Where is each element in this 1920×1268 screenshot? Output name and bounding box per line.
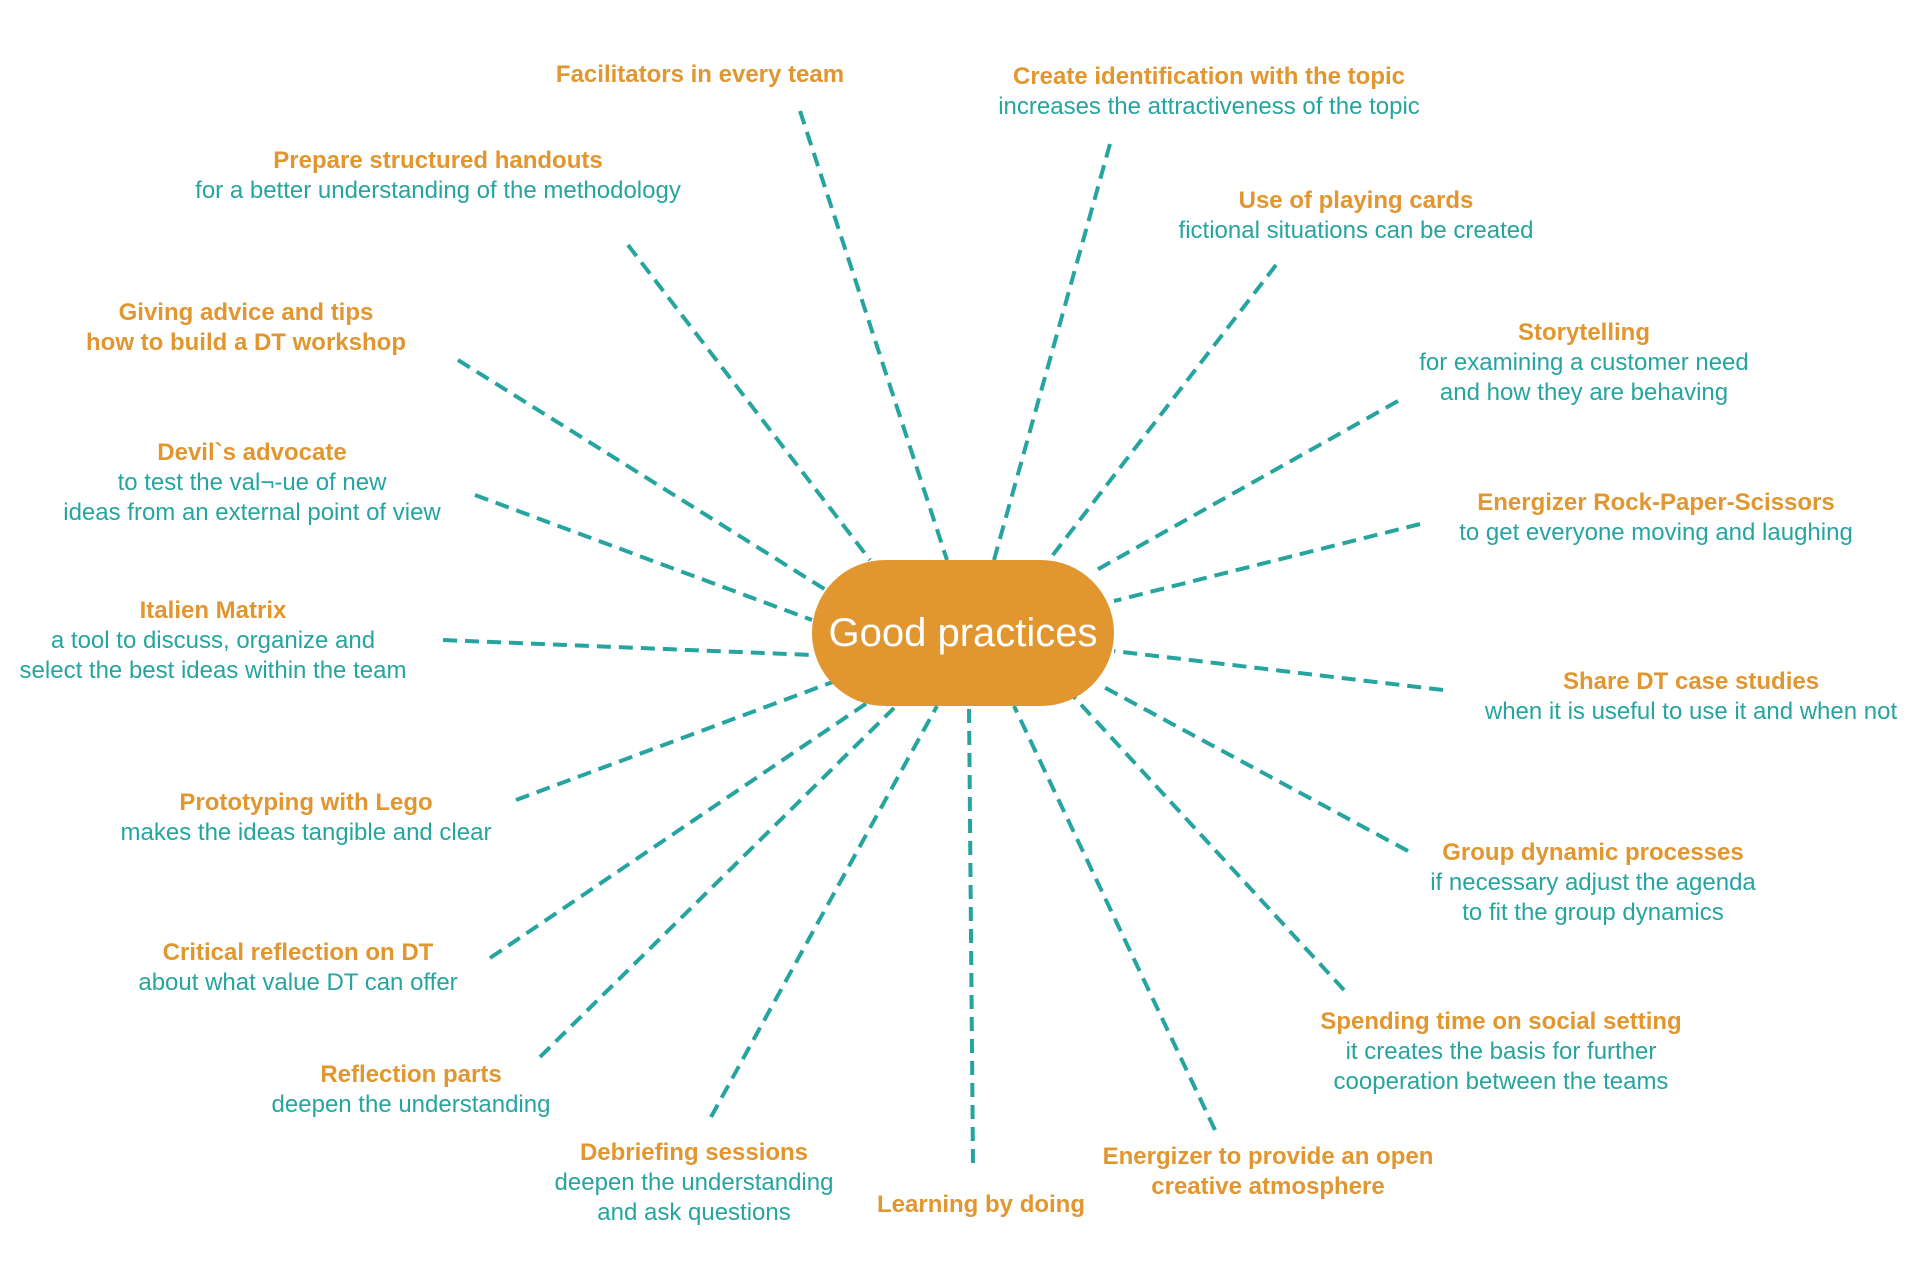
node-title: Energizer Rock-Paper-Scissors xyxy=(1477,489,1835,516)
node-debriefing: Debriefing sessions deepen the understand… xyxy=(394,1138,994,1228)
node-title: Devil`s advocate xyxy=(157,439,347,466)
node-storytelling: Storytelling for examining a customer nee… xyxy=(1284,318,1884,408)
node-subtitle: for examining a customer need xyxy=(1419,349,1749,376)
node-title: Italien Matrix xyxy=(139,597,287,624)
node-subtitle: and how they are behaving xyxy=(1439,379,1729,406)
node-critical-reflection: Critical reflection on DT about what valu… xyxy=(0,938,598,998)
node-case-studies: Share DT case studies when it is useful t… xyxy=(1391,667,1920,727)
center-node: Good practices xyxy=(812,560,1114,706)
node-learning-by-doing: Learning by doing xyxy=(681,1190,1281,1220)
node-subtitle: for a better understanding of the method… xyxy=(195,177,681,204)
connector-case-studies xyxy=(1113,649,1444,692)
connector-advice xyxy=(456,358,828,592)
node-subtitle: to get everyone moving and laughing xyxy=(1459,519,1853,546)
node-title: Critical reflection on DT xyxy=(162,939,434,966)
node-subtitle: a tool to discuss, organize and xyxy=(50,627,376,654)
node-title: Giving advice and tips xyxy=(118,299,374,326)
node-subtitle: it creates the basis for further xyxy=(1345,1038,1657,1065)
node-title: Facilitators in every team xyxy=(555,61,845,88)
connector-debriefing xyxy=(709,705,939,1118)
node-title: Energizer to provide an open xyxy=(1102,1143,1434,1170)
node-title: Share DT case studies xyxy=(1562,668,1820,695)
node-title: Prototyping with Lego xyxy=(179,789,433,816)
node-handouts: Prepare structured handouts for a better … xyxy=(138,146,738,206)
connector-social-setting xyxy=(1072,695,1346,992)
node-social-setting: Spending time on social setting it create… xyxy=(1201,1007,1801,1097)
node-lego: Prototyping with Lego makes the ideas tan… xyxy=(6,788,606,848)
connector-reflection-parts xyxy=(538,706,896,1059)
node-devils-advocate: Devil`s advocate to test the val¬-ue of n… xyxy=(0,438,552,528)
node-title: how to build a DT workshop xyxy=(86,329,406,356)
node-subtitle: about what value DT can offer xyxy=(138,969,458,996)
node-subtitle: deepen the understanding xyxy=(554,1169,834,1196)
connector-devils-advocate xyxy=(474,493,813,622)
node-title: Debriefing sessions xyxy=(579,1139,809,1166)
node-advice: Giving advice and tips how to build a DT … xyxy=(0,298,546,358)
node-title: Storytelling xyxy=(1517,319,1650,346)
connector-open-atmosphere xyxy=(1012,705,1217,1131)
node-group-dynamic: Group dynamic processes if necessary adju… xyxy=(1293,838,1893,928)
connector-storytelling xyxy=(1092,399,1399,574)
node-subtitle: deepen the understanding xyxy=(271,1091,551,1118)
node-playing-cards: Use of playing cards fictional situations… xyxy=(1056,186,1656,246)
node-title: Prepare structured handouts xyxy=(273,147,603,174)
connector-playing-cards xyxy=(1047,263,1278,562)
connector-identification xyxy=(992,143,1112,561)
node-open-atmosphere: Energizer to provide an open creative atm… xyxy=(968,1142,1568,1202)
node-subtitle: ideas from an external point of view xyxy=(63,499,441,526)
node-subtitle: increases the attractiveness of the topi… xyxy=(998,93,1420,120)
connector-lego xyxy=(515,678,839,802)
connector-learning-by-doing xyxy=(967,705,975,1164)
connector-rock-paper-scissors xyxy=(1113,522,1421,603)
node-facilitators: Facilitators in every team xyxy=(400,60,1000,90)
node-reflection-parts: Reflection parts deepen the understanding xyxy=(111,1060,711,1120)
node-subtitle: and ask questions xyxy=(597,1199,791,1226)
center-label: Good practices xyxy=(828,610,1098,655)
connector-critical-reflection xyxy=(488,701,869,960)
connector-handouts xyxy=(626,243,872,562)
node-subtitle: select the best ideas within the team xyxy=(19,657,407,684)
node-title: Use of playing cards xyxy=(1238,187,1474,214)
node-title: Create identification with the topic xyxy=(1012,63,1406,90)
node-title: Spending time on social setting xyxy=(1320,1008,1682,1035)
node-title: creative atmosphere xyxy=(1151,1173,1385,1200)
node-title: Reflection parts xyxy=(320,1061,502,1088)
node-rock-paper-scissors: Energizer Rock-Paper-Scissors to get ever… xyxy=(1356,488,1920,548)
node-title: Learning by doing xyxy=(877,1191,1085,1218)
connector-italien-matrix xyxy=(442,638,813,657)
node-subtitle: fictional situations can be created xyxy=(1178,217,1534,244)
node-subtitle: to test the val¬-ue of new xyxy=(117,469,387,496)
node-subtitle: to fit the group dynamics xyxy=(1462,899,1724,926)
node-subtitle: when it is useful to use it and when not xyxy=(1484,698,1898,725)
node-title: Group dynamic processes xyxy=(1442,839,1744,866)
node-subtitle: makes the ideas tangible and clear xyxy=(120,819,492,846)
connector-group-dynamic xyxy=(1099,683,1409,853)
node-italien-matrix: Italien Matrix a tool to discuss, organiz… xyxy=(0,596,513,686)
node-identification: Create identification with the topic incr… xyxy=(909,62,1509,122)
node-subtitle: cooperation between the teams xyxy=(1333,1068,1669,1095)
connector-facilitators xyxy=(798,110,949,561)
node-subtitle: if necessary adjust the agenda xyxy=(1430,869,1756,896)
